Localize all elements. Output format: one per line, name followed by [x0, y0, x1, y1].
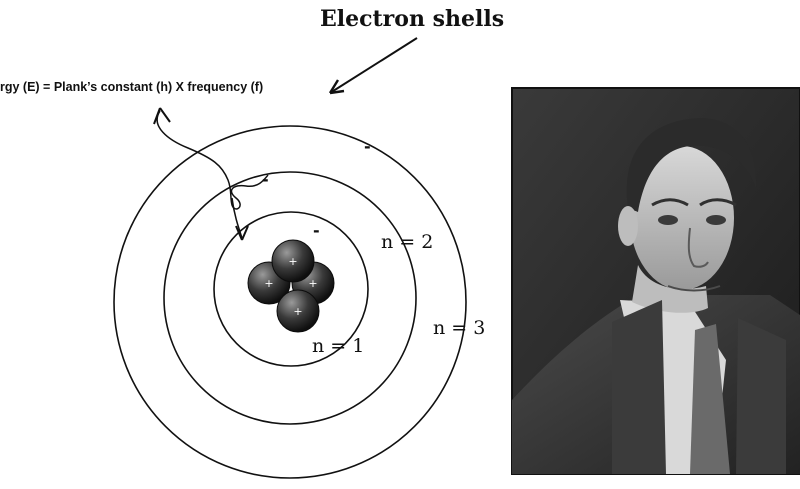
proton-sign: + [264, 277, 273, 290]
diagram-title: Electron shells [320, 6, 504, 32]
proton [276, 289, 320, 333]
electron-shell-1: - [313, 221, 320, 240]
neck [632, 265, 708, 313]
shell-1 [213, 211, 369, 367]
eyebrows [651, 198, 737, 207]
ear [618, 206, 638, 246]
portrait-photo [511, 87, 800, 475]
title-arrow [328, 37, 418, 95]
shell-label-n1: n = 1 [312, 335, 364, 357]
proton-sign: + [308, 277, 317, 290]
lapel-right [736, 318, 786, 474]
electron-shell-3: - [364, 137, 371, 156]
proton-sign: + [288, 255, 297, 268]
right-eye [706, 215, 726, 225]
shell-2 [163, 171, 417, 425]
left-eye [658, 215, 678, 225]
proton-sign: + [293, 305, 302, 318]
hair [626, 118, 757, 212]
tie [690, 324, 730, 474]
nucleus: + + + + [247, 239, 335, 333]
energy-formula: rgy (E) = Plank’s constant (h) X frequen… [0, 80, 263, 94]
nose [687, 227, 709, 268]
photon-arrow [153, 107, 269, 241]
shell-3 [113, 125, 467, 479]
face [630, 146, 734, 290]
lapel-left [612, 300, 666, 474]
electron-shell-2: - [262, 170, 269, 189]
mouth [667, 285, 721, 292]
shell-label-n3: n = 3 [433, 317, 485, 339]
shell-label-n2: n = 2 [381, 231, 433, 253]
proton [271, 239, 315, 283]
